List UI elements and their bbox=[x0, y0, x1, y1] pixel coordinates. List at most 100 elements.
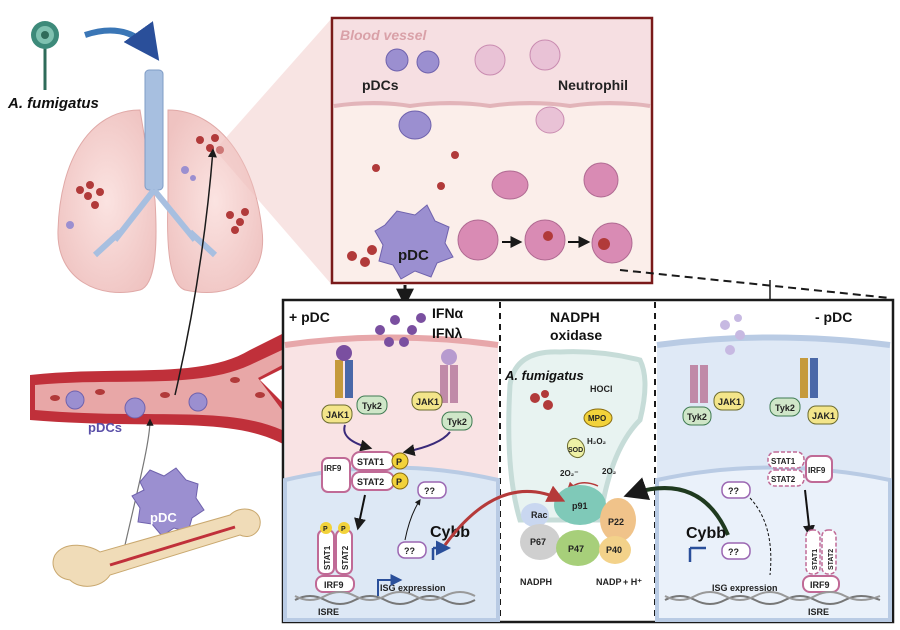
unknown-right-b: ?? bbox=[721, 542, 751, 560]
pdc-bone-cell: pDC bbox=[131, 467, 205, 537]
zoom-wedge bbox=[215, 18, 332, 285]
svg-text:P: P bbox=[396, 477, 402, 487]
svg-text:JAK1: JAK1 bbox=[326, 410, 349, 420]
receptor-left-1 bbox=[335, 345, 353, 398]
p47-label: P47 bbox=[568, 544, 584, 554]
unknown-left-b: ?? bbox=[397, 541, 427, 559]
hocl-label: HOCl bbox=[590, 384, 613, 394]
bone bbox=[52, 508, 261, 587]
svg-text:Tyk2: Tyk2 bbox=[447, 417, 467, 427]
ifna-label: IFNα bbox=[432, 305, 464, 321]
inhalation-arrow bbox=[84, 21, 160, 61]
stat-complex-right: STAT1 STAT2 IRF9 bbox=[767, 451, 833, 487]
svg-text:IRF9: IRF9 bbox=[810, 580, 830, 590]
svg-text:STAT2: STAT2 bbox=[828, 549, 835, 570]
svg-text:??: ?? bbox=[728, 547, 739, 557]
neutrophil-label: Neutrophil bbox=[558, 77, 628, 93]
svg-text:STAT1: STAT1 bbox=[323, 545, 332, 570]
isre-left-label: ISRE bbox=[318, 607, 339, 617]
hplus-label: + H⁺ bbox=[623, 577, 642, 587]
svg-text:STAT2: STAT2 bbox=[771, 475, 796, 484]
svg-text:STAT1: STAT1 bbox=[812, 549, 819, 570]
svg-text:IRF9: IRF9 bbox=[808, 466, 826, 475]
pdcs-blood-label: pDCs bbox=[88, 420, 122, 435]
svg-text:??: ?? bbox=[404, 546, 415, 556]
p40-label: P40 bbox=[606, 545, 622, 555]
unknown-left-a: ?? bbox=[417, 481, 447, 499]
bone-to-blood-arrow bbox=[124, 418, 154, 546]
svg-text:P: P bbox=[341, 526, 346, 533]
nadph-oxidase-complex bbox=[520, 485, 636, 566]
svg-text:STAT2: STAT2 bbox=[341, 545, 350, 570]
svg-text:JAK1: JAK1 bbox=[416, 397, 439, 407]
ifn-dots-faded bbox=[720, 314, 745, 355]
blood-to-lung-arrow bbox=[174, 148, 217, 396]
svg-text:JAK1: JAK1 bbox=[812, 411, 835, 421]
svg-text:Tyk2: Tyk2 bbox=[362, 401, 382, 411]
tyk2-right-a: Tyk2 bbox=[682, 406, 712, 426]
a-fumigatus-label: A. fumigatus bbox=[7, 95, 99, 112]
pdc-inset-cell: pDC bbox=[374, 204, 454, 280]
inset-panel: Blood vessel pDCs Neutrophil pDC bbox=[330, 16, 654, 285]
rac-label: Rac bbox=[531, 510, 548, 520]
jak1-left-a: JAK1 bbox=[321, 404, 353, 424]
isg-right-label: ISG expression bbox=[712, 583, 778, 593]
svg-text:P: P bbox=[323, 526, 328, 533]
a-fumigatus-center-label: A. fumigatus bbox=[504, 368, 584, 383]
pdc-bone-label: pDC bbox=[150, 510, 177, 525]
lungs bbox=[57, 69, 264, 293]
jak1-right-a: JAK1 bbox=[713, 391, 745, 411]
isre-right-label: ISRE bbox=[808, 607, 829, 617]
nadp-label: NADP bbox=[596, 577, 622, 587]
p67-label: P67 bbox=[530, 537, 546, 547]
cybb-to-oxidase-arrow bbox=[443, 485, 566, 546]
svg-text:STAT2: STAT2 bbox=[357, 477, 384, 487]
fungus-icon bbox=[31, 21, 59, 90]
minus-pdc-label: - pDC bbox=[815, 309, 852, 325]
isg-left-label: ISG expression bbox=[380, 583, 446, 593]
o2-radical-label: 2O₂⁻ bbox=[560, 469, 578, 478]
receptor-right-2 bbox=[800, 358, 818, 398]
pdc-inset-label: pDC bbox=[398, 247, 429, 264]
tyk2-left-b: Tyk2 bbox=[441, 411, 473, 431]
ifnl-label: IFNλ bbox=[432, 325, 463, 341]
unknown-right-a: ?? bbox=[721, 481, 751, 499]
svg-text:Tyk2: Tyk2 bbox=[775, 403, 795, 413]
h2o2-label: H₂O₂ bbox=[587, 437, 607, 446]
nadph-label: NADPH bbox=[520, 577, 552, 587]
blood-vessel: pDCs bbox=[30, 330, 300, 445]
p22-label: P22 bbox=[608, 517, 624, 527]
pdcs-inset-label: pDCs bbox=[362, 77, 399, 93]
svg-text:??: ?? bbox=[728, 486, 739, 496]
svg-text:JAK1: JAK1 bbox=[718, 397, 741, 407]
receptor-left-2 bbox=[440, 349, 458, 403]
svg-text:IRF9: IRF9 bbox=[324, 464, 342, 473]
svg-text:Tyk2: Tyk2 bbox=[687, 412, 707, 422]
cybb-right-label: Cybb bbox=[686, 525, 726, 542]
svg-text:STAT1: STAT1 bbox=[357, 457, 384, 467]
nadph-oxidase-label-2: oxidase bbox=[550, 327, 602, 343]
mpo-badge: MPO bbox=[583, 408, 613, 428]
blood-vessel-label: Blood vessel bbox=[340, 27, 427, 43]
trachea bbox=[144, 69, 164, 191]
svg-text:STAT1: STAT1 bbox=[771, 457, 796, 466]
svg-text:MPO: MPO bbox=[588, 414, 606, 423]
tyk2-right-b: Tyk2 bbox=[769, 397, 801, 417]
o2-label: 2O₂ bbox=[602, 467, 617, 476]
stat-complex-left: IRF9 STAT1 STAT2 P P bbox=[321, 451, 409, 493]
ifn-dots bbox=[375, 313, 426, 347]
zoom-dash bbox=[619, 269, 891, 299]
jak1-left-b: JAK1 bbox=[411, 391, 443, 411]
svg-text:P: P bbox=[396, 457, 402, 467]
stat-complex-nucleus-right: STAT1 STAT2 IRF9 bbox=[802, 529, 840, 593]
svg-text:??: ?? bbox=[424, 486, 435, 496]
p91-label: p91 bbox=[572, 501, 588, 511]
jak1-right-b: JAK1 bbox=[807, 405, 839, 425]
plus-pdc-label: + pDC bbox=[289, 309, 330, 325]
sod-badge: SOD bbox=[566, 437, 586, 459]
receptor-right-1 bbox=[690, 365, 708, 403]
tyk2-left-a: Tyk2 bbox=[356, 395, 388, 415]
cybb-right-arrow bbox=[623, 477, 730, 536]
